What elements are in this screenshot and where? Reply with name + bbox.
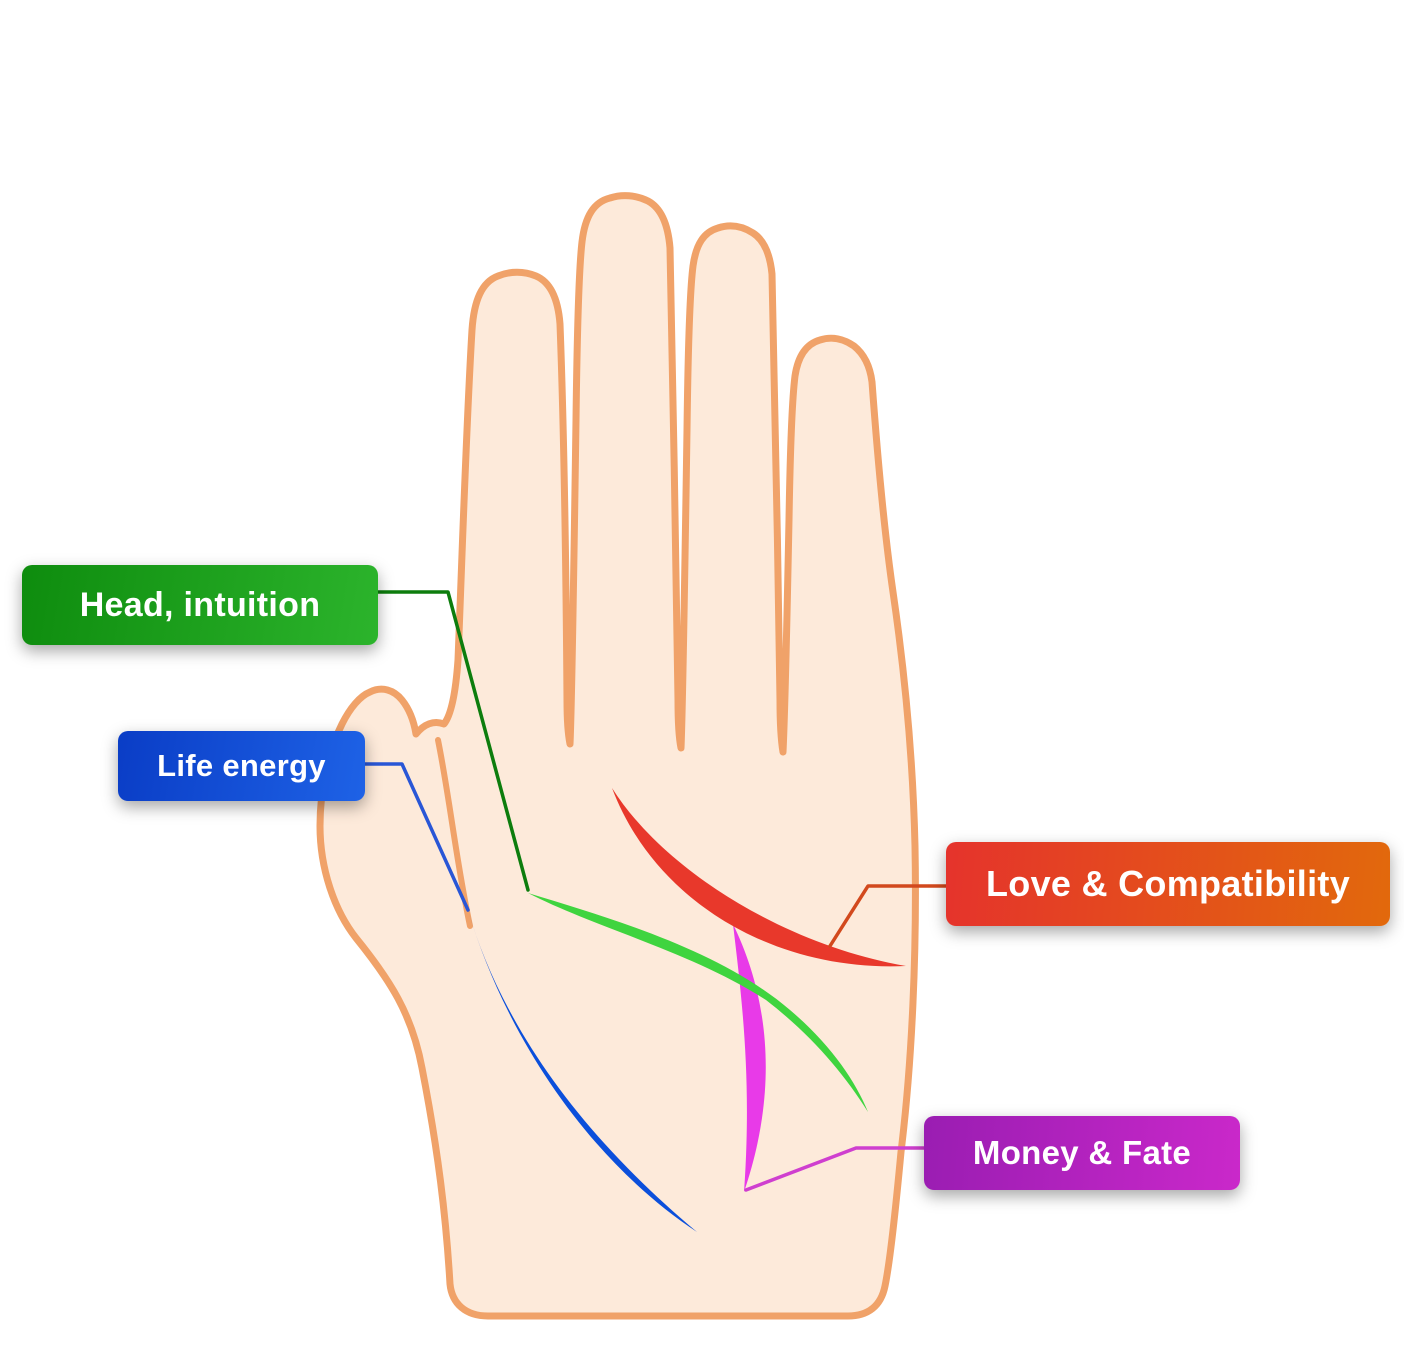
label-life-energy: Life energy: [118, 731, 365, 801]
money-fate-line: [733, 924, 766, 1192]
label-love-compatibility: Love & Compatibility: [946, 842, 1390, 926]
label-head-intuition: Head, intuition: [22, 565, 378, 645]
label-love-compatibility-text: Love & Compatibility: [985, 863, 1351, 904]
hand-outline: [316, 192, 919, 1320]
label-money-fate-text: Money & Fate: [972, 1134, 1192, 1171]
head-connector-line: [374, 590, 530, 892]
life-connector-line: [361, 762, 470, 912]
label-life-energy-text: Life energy: [157, 748, 326, 783]
money-connector-line: [744, 1146, 928, 1192]
label-head-intuition-text: Head, intuition: [79, 585, 321, 624]
label-money-fate: Money & Fate: [924, 1116, 1240, 1190]
love-heart-line: [612, 788, 906, 967]
love-connector-line: [828, 884, 948, 948]
